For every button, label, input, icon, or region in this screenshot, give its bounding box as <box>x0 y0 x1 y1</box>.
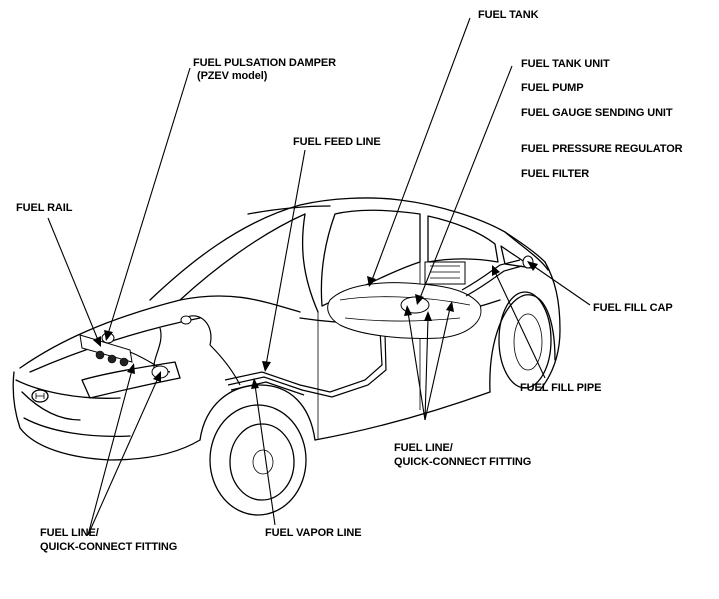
label-pzev-model: (PZEV model) <box>197 70 268 82</box>
label-quick-connect-left: QUICK-CONNECT FITTING <box>40 541 178 553</box>
label-fuel-rail: FUEL RAIL <box>16 202 73 214</box>
label-quick-connect-right: QUICK-CONNECT FITTING <box>394 456 532 468</box>
label-fuel-vapor-line: FUEL VAPOR LINE <box>265 527 362 539</box>
label-fuel-fill-cap: FUEL FILL CAP <box>593 302 673 314</box>
label-fuel-pressure-regulator: FUEL PRESSURE REGULATOR <box>521 143 683 155</box>
label-fuel-tank: FUEL TANK <box>478 9 539 21</box>
sedan-icon <box>12 197 561 516</box>
label-fuel-tank-unit: FUEL TANK UNIT <box>521 58 610 70</box>
label-fuel-filter: FUEL FILTER <box>521 168 590 180</box>
label-fuel-pulsation-damper: FUEL PULSATION DAMPER <box>193 57 336 69</box>
label-fuel-pump: FUEL PUMP <box>521 82 584 94</box>
label-fuel-feed-line: FUEL FEED LINE <box>293 136 381 148</box>
fuel-system-icon <box>79 255 534 398</box>
label-fuel-gauge-sending-unit: FUEL GAUGE SENDING UNIT <box>521 107 673 119</box>
label-fuel-fill-pipe: FUEL FILL PIPE <box>520 382 602 394</box>
label-fuel-line-right: FUEL LINE/ <box>394 442 453 454</box>
leader-lines <box>47 17 591 536</box>
label-fuel-line-left: FUEL LINE/ <box>40 527 99 539</box>
